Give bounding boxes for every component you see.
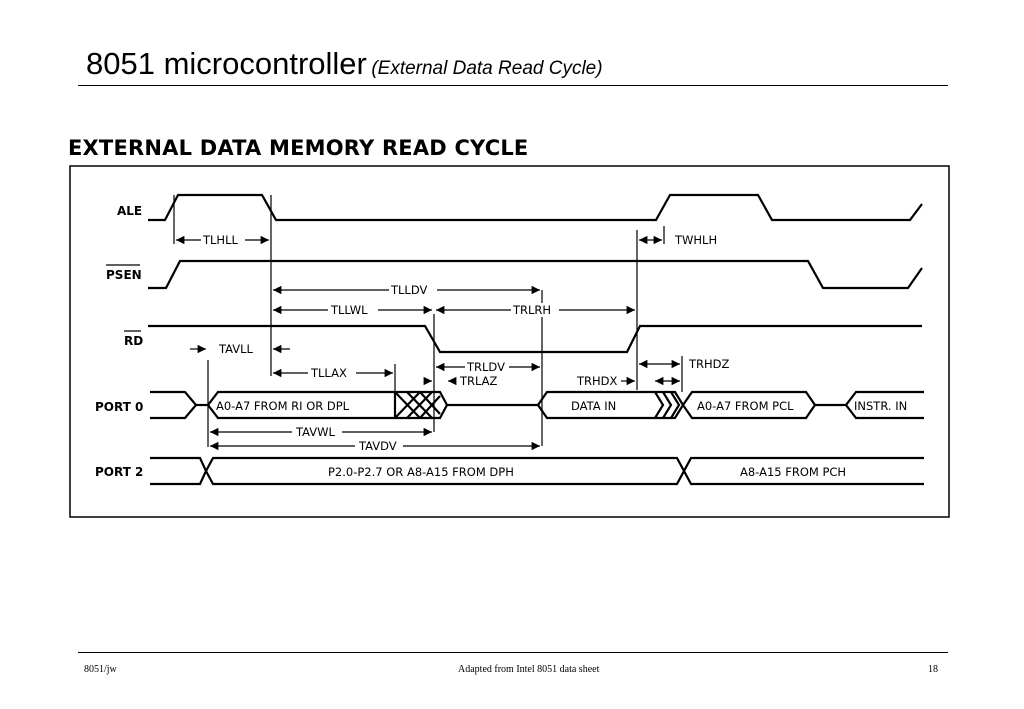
signal-label-ale: ALE [117, 204, 142, 218]
signal-label-port2: PORT 2 [95, 465, 143, 479]
bus-label-p2-dph: P2.0-P2.7 OR A8-A15 FROM DPH [328, 465, 514, 479]
bus-label-p0-addr: A0-A7 FROM RI OR DPL [216, 399, 350, 413]
slide-title: 8051 microcontroller (External Data Read… [86, 46, 603, 82]
footer-author: 8051/jw [84, 664, 117, 675]
timing-label-trlaz: TRLAZ [459, 374, 498, 388]
bus-label-p0-data: DATA IN [571, 399, 616, 413]
timing-label-tavwl: TAVWL [295, 425, 336, 439]
waveform-port0 [150, 390, 924, 420]
title-divider [78, 85, 948, 86]
bus-label-p0-instr: INSTR. IN [854, 399, 907, 413]
page-number: 18 [928, 664, 938, 675]
diagram-frame [69, 165, 950, 518]
bus-label-p0-pcl: A0-A7 FROM PCL [697, 399, 794, 413]
slide-title-main: 8051 microcontroller [86, 46, 367, 81]
timing-label-trhdx: TRHDX [576, 374, 618, 388]
signal-label-psen: PSEN [106, 268, 142, 282]
timing-label-trldv: TRLDV [466, 360, 505, 374]
timing-label-trhdz: TRHDZ [688, 357, 730, 371]
timing-label-tavll: TAVLL [218, 342, 254, 356]
signal-label-rd: RD [124, 334, 143, 348]
signal-label-port0: PORT 0 [95, 400, 143, 414]
footer-source: Adapted from Intel 8051 data sheet [458, 664, 600, 675]
timing-label-twhlh: TWHLH [674, 233, 717, 247]
waveform-rd [148, 324, 922, 354]
diagram-heading: EXTERNAL DATA MEMORY READ CYCLE [68, 136, 529, 160]
waveform-port2 [150, 456, 924, 486]
waveform-ale [148, 193, 923, 222]
bus-label-p2-pch: A8-A15 FROM PCH [740, 465, 846, 479]
timing-label-tavdv: TAVDV [358, 439, 397, 453]
timing-label-trlrh: TRLRH [512, 303, 551, 317]
slide-title-subtitle: (External Data Read Cycle) [371, 58, 603, 79]
waveform-psen [148, 259, 923, 290]
timing-label-tlldv: TLLDV [390, 283, 427, 297]
timing-label-tllwl: TLLWL [330, 303, 368, 317]
timing-label-tllax: TLLAX [310, 366, 347, 380]
footer-divider [78, 652, 948, 653]
timing-label-tlhll: TLHLL [202, 233, 238, 247]
